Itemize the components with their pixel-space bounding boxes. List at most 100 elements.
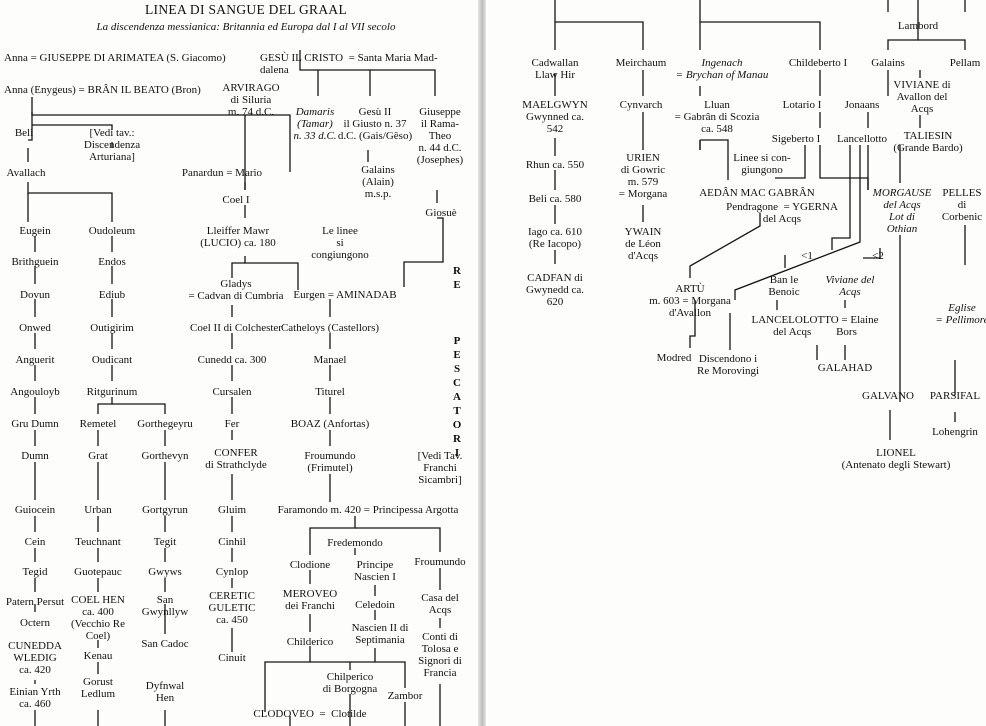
node-galahad: GALAHAD bbox=[817, 362, 873, 374]
node-brithguein: Brithguein bbox=[11, 256, 59, 268]
node-outigirim: Outigirim bbox=[90, 322, 134, 334]
node-conti-tolosa: Conti di Tolosa e Signori di Francia bbox=[418, 631, 462, 679]
node-cunedda: CUNEDDA WLEDIG ca. 420 bbox=[8, 640, 62, 676]
node-celedoin: Celedoin bbox=[355, 599, 395, 611]
node-urien: URIEN di Gowric m. 579 = Morgana bbox=[618, 152, 668, 200]
node-giuseppe-ramatheo: Giuseppe il Rama- Theo n. 44 d.C. (Josep… bbox=[416, 106, 464, 166]
node-ediub: Ediub bbox=[98, 289, 126, 301]
node-anguerit: Anguerit bbox=[15, 354, 55, 366]
node-cadfan: CADFAN di Gwynedd ca. 620 bbox=[525, 272, 585, 308]
node-lionel: LIONEL (Antenato degli Stewart) bbox=[841, 447, 951, 471]
node-childeberto: Childeberto I bbox=[788, 57, 848, 69]
node-catheloys: Catheloys (Castellors) bbox=[280, 322, 380, 334]
node-chilperico: Chilperico di Borgogna bbox=[322, 671, 378, 695]
node-cinuit: Cinuit bbox=[218, 652, 246, 664]
node-gwyws: Gwyws bbox=[148, 566, 182, 578]
node-maelgwyn: MAELGWYN Gwynned ca. 542 bbox=[522, 99, 588, 135]
node-dumn: Dumn bbox=[21, 450, 49, 462]
node-ritgurinum: Ritgurinum bbox=[86, 386, 138, 398]
node-eglise: Eglise = Pellimore bbox=[935, 302, 986, 326]
node-beli-580: Beli ca. 580 bbox=[528, 193, 582, 205]
node-oudoleum: Oudoleum bbox=[88, 225, 136, 237]
node-octern: Octern bbox=[20, 617, 50, 629]
diagram-title: LINEA DI SANGUE DEL GRAAL bbox=[145, 2, 347, 17]
node-san-cadoc: San Cadoc bbox=[141, 638, 189, 650]
node-nascien-ii: Nascien II di Septimania bbox=[351, 622, 409, 646]
node-titurel: Titurel bbox=[315, 386, 345, 398]
node-san-gwynllyw: San Gwynllyw bbox=[141, 594, 189, 618]
node-guiocein: Guiocein bbox=[14, 504, 56, 516]
node-gesu-ii: Gesù II il Giusto n. 37 d.C. (Gais/Gêso) bbox=[337, 106, 413, 142]
node-lleiffer-mawr: Lleiffer Mawr (LUCIO) ca. 180 bbox=[200, 225, 276, 249]
node-galains-2: Galains bbox=[871, 57, 905, 69]
node-kenau: Kenau bbox=[83, 650, 113, 662]
node-linee-congiungono: Le linee si congiungono bbox=[311, 225, 369, 261]
node-modred: Modred bbox=[656, 352, 692, 364]
node-principe-nascien: Principe Nascien I bbox=[354, 559, 396, 583]
node-vedi-arturiana: [Vedi tav.: Discendenza Arturiana] bbox=[83, 127, 141, 163]
node-gorthevyn: Gorthevyn bbox=[141, 450, 189, 462]
node-gortgyrun: Gortgyrun bbox=[142, 504, 188, 516]
node-morgause: MORGAUSE del Acqs Lot di Othian bbox=[872, 187, 932, 235]
node-sigeberto: Sigeberto I bbox=[771, 133, 821, 145]
node-guotepauc: Guotepauc bbox=[74, 566, 122, 578]
node-fredemondo: Fredemondo bbox=[327, 537, 383, 549]
node-cein: Cein bbox=[24, 536, 46, 548]
node-onwed: Onwed bbox=[19, 322, 51, 334]
node-eugein: Eugein bbox=[19, 225, 51, 237]
node-endos: Endos bbox=[98, 256, 126, 268]
node-parsifal: PARSIFAL bbox=[929, 390, 981, 402]
node-remetel: Remetel bbox=[79, 418, 117, 430]
node-childerico: Childerico bbox=[286, 636, 334, 648]
node-faramondo: Faramondo m. 420 = Principessa Argotta bbox=[277, 504, 459, 516]
node-coel-ii: Coel II di Colchester bbox=[190, 322, 282, 334]
node-dyfnwal-hen: Dyfnwal Hen bbox=[145, 680, 185, 704]
node-galvano: GALVANO bbox=[862, 390, 914, 402]
node-urban: Urban bbox=[84, 504, 112, 516]
marker-lt1: <1 bbox=[801, 250, 813, 262]
node-cinhil: Cinhil bbox=[218, 536, 246, 548]
node-einian-yrth: Einian Yrth ca. 460 bbox=[9, 686, 61, 710]
node-discendono-morovingi: Discendono i Re Morovingi bbox=[696, 353, 760, 377]
node-zambor: Zambor bbox=[387, 690, 423, 702]
node-ywain: YWAIN de Léon d'Acqs bbox=[624, 226, 662, 262]
node-gorust-ledlum: Gorust Ledlum bbox=[80, 676, 116, 700]
node-vedi-franchi: [Vedi Tav. Franchi Sicambri] bbox=[417, 450, 463, 486]
node-casa-acqs: Casa del Acqs bbox=[421, 592, 459, 616]
node-clodoveo: CLODOVEO = Clotilde bbox=[253, 708, 367, 720]
node-tegid: Tegid bbox=[22, 566, 48, 578]
left-page bbox=[0, 0, 478, 726]
node-anna: Anna = GIUSEPPE DI ARIMATEA (S. Giacomo) bbox=[4, 52, 226, 64]
node-manael: Manael bbox=[313, 354, 347, 366]
node-meroveo: MEROVEO dei Franchi bbox=[282, 588, 338, 612]
node-coel-hen: COEL HEN ca. 400 (Vecchio Re Coel) bbox=[70, 594, 126, 642]
node-ingenach: Ingenach = Brychan of Manau bbox=[675, 57, 769, 81]
node-cunedd: Cunedd ca. 300 bbox=[197, 354, 267, 366]
node-cynvarch: Cynvarch bbox=[619, 99, 663, 111]
node-ban-le-benoic: Ban le Benoic bbox=[768, 274, 800, 298]
node-cynlop: Cynlop bbox=[215, 566, 249, 578]
node-lotario: Lotario I bbox=[782, 99, 822, 111]
node-aedan: AEDÂN MAC GABRÂN bbox=[699, 187, 815, 199]
node-anna-enygeus: Anna (Enygeus) = BRÂN IL BEATO (Bron) bbox=[4, 84, 201, 96]
node-viviane-avallon: VIVIANE di Avallon del Acqs bbox=[893, 79, 951, 115]
node-gladys: Gladys = Cadvan di Cumbria bbox=[188, 278, 284, 302]
label-re-pescatori: R E P E S C A T O R I bbox=[452, 265, 462, 459]
node-confer: CONFER di Strathclyde bbox=[205, 447, 267, 471]
node-lancelolotto: LANCELOLOTTO = Elaine del Acqs Bors bbox=[751, 314, 879, 338]
node-linee-congiungono-2: Linee si con- giungono bbox=[733, 152, 791, 176]
node-gesu: GESÙ IL CRISTO = Santa Maria Mad- dalena bbox=[260, 52, 438, 76]
node-grat: Grat bbox=[88, 450, 108, 462]
node-giosue: Giosuè bbox=[425, 207, 457, 219]
node-gorthegeyru: Gorthegeyru bbox=[137, 418, 193, 430]
node-artu: ARTÙ m. 603 = Morgana d'Avallon bbox=[649, 283, 731, 319]
node-pellam: Pellam bbox=[949, 57, 981, 69]
node-galains-alain: Galains (Alain) m.s.p. bbox=[361, 164, 395, 200]
marker-lt2: <2 bbox=[872, 250, 884, 262]
book-gutter bbox=[478, 0, 486, 726]
node-gluim: Gluim bbox=[217, 504, 247, 516]
node-oudicant: Oudicant bbox=[91, 354, 133, 366]
node-iago: Iago ca. 610 (Re Iacopo) bbox=[527, 226, 583, 250]
node-rhun: Rhun ca. 550 bbox=[525, 159, 585, 171]
node-cursalen: Cursalen bbox=[212, 386, 252, 398]
